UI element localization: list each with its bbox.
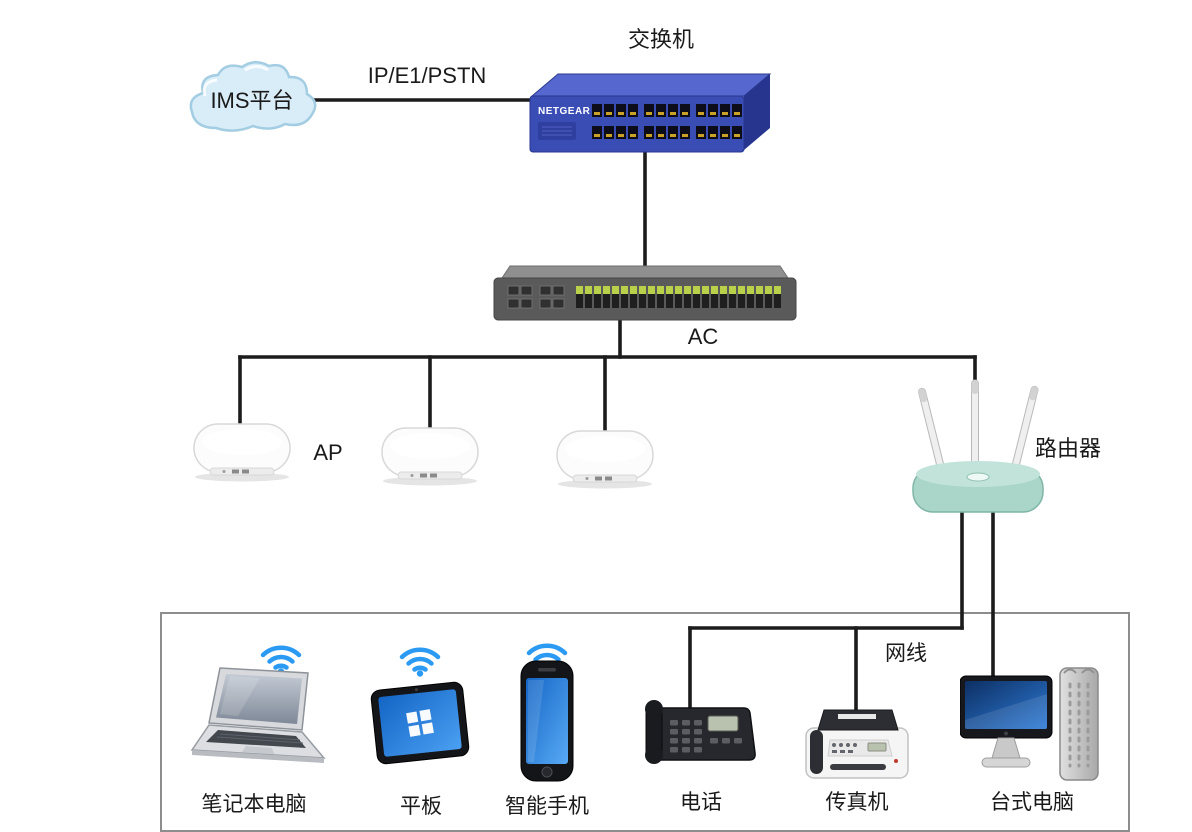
wifi-icon-tablet xyxy=(397,640,443,678)
smartphone-device xyxy=(514,658,580,784)
ims-label: IMS平台 xyxy=(210,88,294,113)
ap-icon xyxy=(556,430,654,489)
ap-device-3 xyxy=(551,427,659,489)
router-icon xyxy=(912,379,1044,513)
cloud-icon xyxy=(189,61,317,132)
phone-icon xyxy=(645,700,756,764)
ims-cloud xyxy=(183,58,323,143)
ac-label: AC xyxy=(687,324,719,349)
ap-icon xyxy=(193,423,291,482)
desktop-label: 台式电脑 xyxy=(990,791,1074,814)
ap-label: AP xyxy=(313,440,343,465)
router-label: 路由器 xyxy=(1034,436,1102,461)
phone-device xyxy=(644,696,758,772)
tablet-label: 平板 xyxy=(400,795,442,818)
switch-icon: NETGEAR xyxy=(529,73,772,153)
ap-icon xyxy=(381,427,479,486)
laptop-label: 笔记本电脑 xyxy=(201,793,307,816)
tablet-icon xyxy=(370,681,470,765)
fax-label: 传真机 xyxy=(825,791,889,814)
desktop-icon xyxy=(960,667,1099,781)
uplink-label: IP/E1/PSTN xyxy=(367,63,487,88)
fax-icon xyxy=(805,709,909,779)
switch-label: 交换机 xyxy=(627,27,695,52)
ap-device-1 xyxy=(188,420,296,482)
ac-device xyxy=(492,262,798,326)
switch-brand-text: NETGEAR xyxy=(538,106,591,117)
tablet-device xyxy=(366,674,474,772)
smartphone-icon xyxy=(520,660,574,782)
fax-device xyxy=(804,708,910,784)
ap-device-2 xyxy=(376,424,484,486)
router-device xyxy=(905,378,1051,518)
cable-label: 网线 xyxy=(885,642,927,665)
ac-icon xyxy=(493,265,797,321)
desktop-device xyxy=(960,660,1100,788)
phone-label: 电话 xyxy=(680,791,722,814)
windows-logo-icon xyxy=(406,709,434,737)
switch-device: NETGEAR xyxy=(528,70,772,158)
smartphone-label: 智能手机 xyxy=(505,795,589,818)
laptop-icon xyxy=(190,667,326,763)
laptop-device xyxy=(190,666,336,780)
